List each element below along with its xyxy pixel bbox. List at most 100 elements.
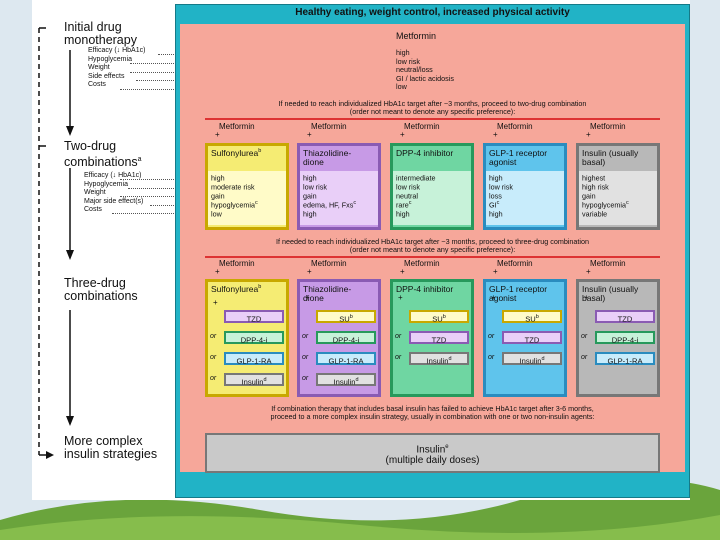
two-base-drug: Metformin (219, 122, 255, 131)
value-cell: gain (582, 190, 596, 201)
drug-name-line: DPP-4 inhibitor (396, 147, 454, 158)
option-text: GLP-1-RA (236, 356, 272, 366)
drug-name-line: agonist (489, 292, 517, 303)
or-label: or (210, 354, 217, 361)
value-text: loss (489, 191, 502, 201)
value-text: high risk (582, 182, 609, 192)
value-cell: low risk (396, 181, 420, 192)
option-cell: Insulind (316, 373, 376, 387)
option-cell: TZD (409, 331, 469, 345)
drug-name-line: dione (303, 292, 324, 303)
option-text: Insulin (241, 377, 264, 387)
or-label: or (302, 333, 309, 340)
value-text: hypoglycemia (582, 200, 626, 210)
option-text: TZD (431, 335, 447, 345)
two-drug-values-glp1-receptor-agonist (486, 171, 564, 225)
option-cell: GLP-1-RA (595, 352, 655, 366)
option-cell: Insulind (502, 352, 562, 366)
value-cell: GIc (489, 199, 499, 210)
leader (120, 196, 204, 197)
drug-name-line: DPP-4 inhibitor (396, 283, 454, 294)
value-cell: edema, HF, Fxsc (303, 199, 356, 210)
algorithm-inner-panel (180, 24, 685, 472)
value-cell: loss (489, 190, 502, 201)
option-cell: DPP-4-i (595, 331, 655, 345)
drug-name-line: dione (303, 156, 324, 167)
value-text: low risk (303, 182, 327, 192)
plus-sign: + (398, 293, 403, 302)
plus-sign: + (400, 267, 405, 276)
plus-sign: + (586, 267, 591, 276)
option-text: DPP-4-i (240, 335, 268, 345)
value-cell: hypoglycemiac (211, 199, 258, 210)
drug-name-line: basal) (582, 156, 606, 167)
three-base-drug: Metformin (311, 259, 347, 268)
plus-sign: + (491, 293, 496, 302)
value-text: neutral (396, 191, 418, 201)
plus-sign: + (584, 293, 589, 302)
value-text: high (211, 173, 225, 183)
value-text: low (211, 209, 222, 219)
value-text: edema, HF, Fxs (303, 200, 354, 210)
plus-sign: + (213, 298, 218, 307)
two-base-drug: Metformin (404, 122, 440, 131)
value-text: low risk (396, 182, 420, 192)
final-insulin-label: Insuline(multiple daily doses) (385, 444, 480, 467)
value-cell: high (489, 172, 503, 183)
divider-bar (205, 256, 660, 258)
or-label: or (302, 354, 309, 361)
header-title: Healthy eating, weight control, increase… (295, 7, 570, 18)
value-text: moderate risk (211, 182, 255, 192)
value-text: gain (211, 191, 225, 201)
or-label: or (581, 354, 588, 361)
option-text: TZD (246, 314, 262, 324)
three-note: If combination therapy that includes bas… (270, 404, 595, 422)
option-text: DPP-4-i (611, 335, 639, 345)
drug-name-line: GLP-1 receptor (489, 147, 548, 158)
value-cell: moderate risk (211, 181, 255, 192)
drug-name-line: basal) (582, 292, 606, 303)
superscript: b (258, 284, 262, 290)
three-base-drug: Metformin (219, 259, 255, 268)
plus-sign: + (493, 130, 498, 139)
value-cell: high (211, 172, 225, 183)
or-label: or (395, 333, 402, 340)
option-text: Insulin (426, 356, 449, 366)
divider-bar (205, 118, 660, 120)
value-cell: highest (582, 172, 605, 183)
value-text: gain (582, 191, 596, 201)
value-cell: rarec (396, 199, 412, 210)
plus-sign: + (307, 130, 312, 139)
plus-sign: + (215, 267, 220, 276)
value-text: high (489, 209, 503, 219)
or-label: or (210, 375, 217, 382)
option-cell: TZD (595, 310, 655, 324)
option-text: SU (525, 314, 536, 324)
plus-sign: + (307, 267, 312, 276)
or-label: or (210, 333, 217, 340)
two-base-drug: Metformin (497, 122, 533, 131)
mono-note: If needed to reach individualized HbA1c … (278, 99, 587, 117)
superscript: b (442, 314, 446, 320)
or-label: or (581, 333, 588, 340)
value-text: rare (396, 200, 409, 210)
value-cell: gain (303, 190, 317, 201)
option-text: GLP-1-RA (607, 356, 643, 366)
option-cell: TZD (224, 310, 284, 324)
value-cell: high risk (582, 181, 609, 192)
plus-sign: + (400, 130, 405, 139)
superscript: d (448, 356, 452, 362)
value-cell: low (211, 208, 222, 219)
drug-name-line: Sulfonylurea (211, 283, 259, 294)
plus-sign: + (305, 293, 310, 302)
two-drug-name-thiazolidinedione: Thiazolidine-dione (303, 147, 351, 167)
option-cell: GLP-1-RA (224, 352, 284, 366)
option-text: TZD (617, 314, 633, 324)
mono-drug: Metformin (396, 31, 437, 41)
option-text: DPP-4-i (332, 335, 360, 345)
